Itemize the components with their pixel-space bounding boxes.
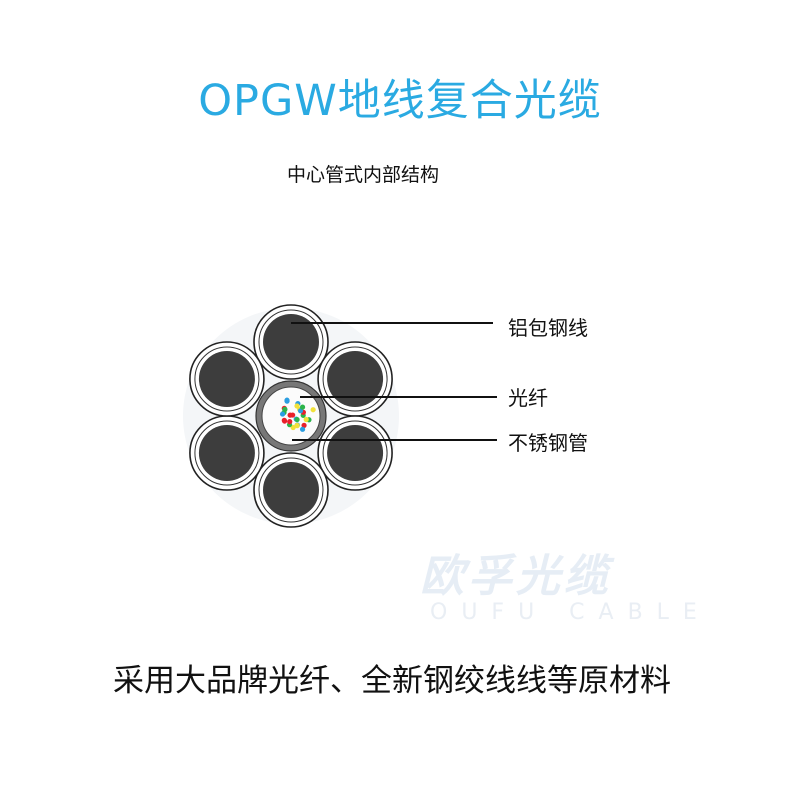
optical-fiber xyxy=(310,407,316,413)
strand-core xyxy=(327,425,384,481)
label-fiber: 光纤 xyxy=(508,386,548,410)
label-strand: 铝包钢线 xyxy=(508,316,588,340)
watermark: 欧孚光缆 xyxy=(420,551,612,602)
strand-core xyxy=(263,462,319,518)
optical-fiber xyxy=(282,406,288,412)
strand-core xyxy=(327,351,384,407)
strand-core xyxy=(198,425,255,481)
page-title: OPGW地线复合光缆 xyxy=(198,76,602,126)
optical-fiber xyxy=(303,416,309,423)
feature-text: 采用大品牌光纤、全新钢绞线线等原材料 xyxy=(113,663,671,699)
optical-fiber xyxy=(290,412,296,418)
optical-fiber xyxy=(299,426,306,432)
optical-fiber xyxy=(301,422,307,428)
optical-fiber xyxy=(287,419,293,425)
diagram-subtitle: 中心管式内部结构 xyxy=(287,164,440,186)
optical-fiber xyxy=(294,403,300,409)
optical-fiber xyxy=(294,416,300,423)
optical-fiber xyxy=(290,424,296,431)
optical-fiber xyxy=(299,404,306,410)
optical-fiber xyxy=(282,418,288,424)
optical-fiber xyxy=(279,411,286,417)
optical-fiber xyxy=(294,422,300,428)
watermark-en: OUFU CABLE xyxy=(430,600,711,625)
strand-core xyxy=(198,351,255,407)
strand-core xyxy=(263,314,319,370)
label-tube: 不锈钢管 xyxy=(508,431,588,455)
optical-fiber xyxy=(284,398,290,404)
